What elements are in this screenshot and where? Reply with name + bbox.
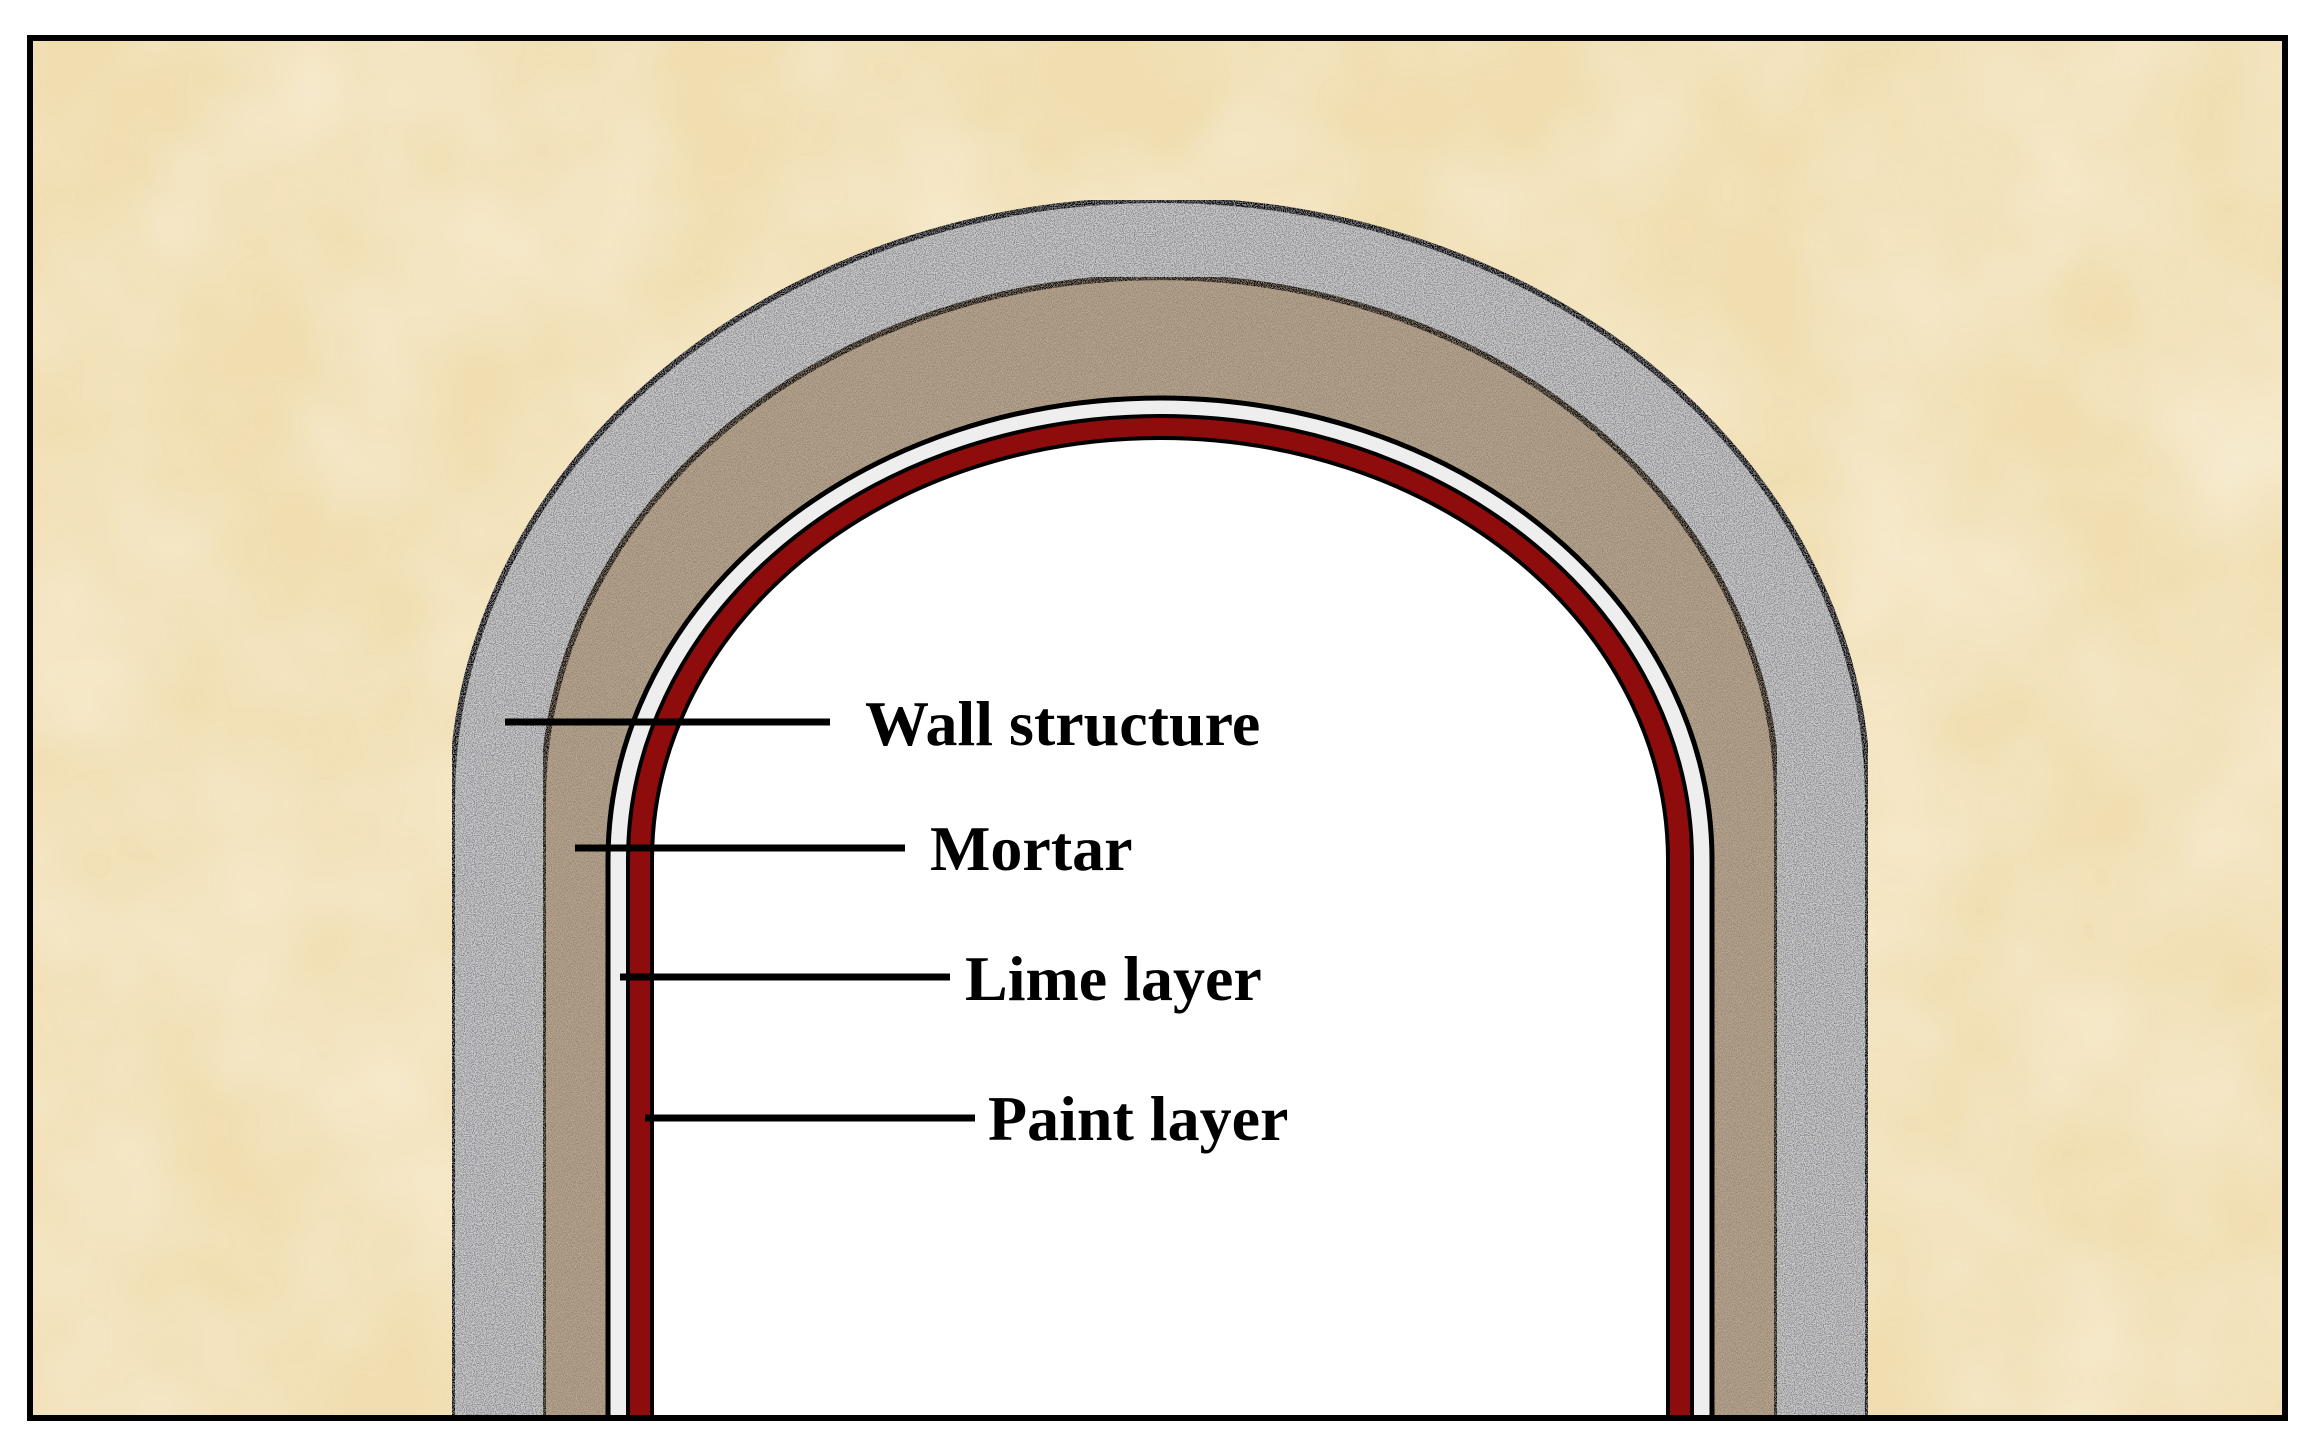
- arch-opening: [650, 436, 1670, 1420]
- wall-structure-label: Wall structure: [865, 688, 1260, 759]
- mortar-label: Mortar: [930, 813, 1133, 884]
- paint-layer-label: Paint layer: [988, 1083, 1288, 1154]
- frame-border: [27, 35, 2288, 1421]
- lime-layer-label: Lime layer: [965, 943, 1262, 1014]
